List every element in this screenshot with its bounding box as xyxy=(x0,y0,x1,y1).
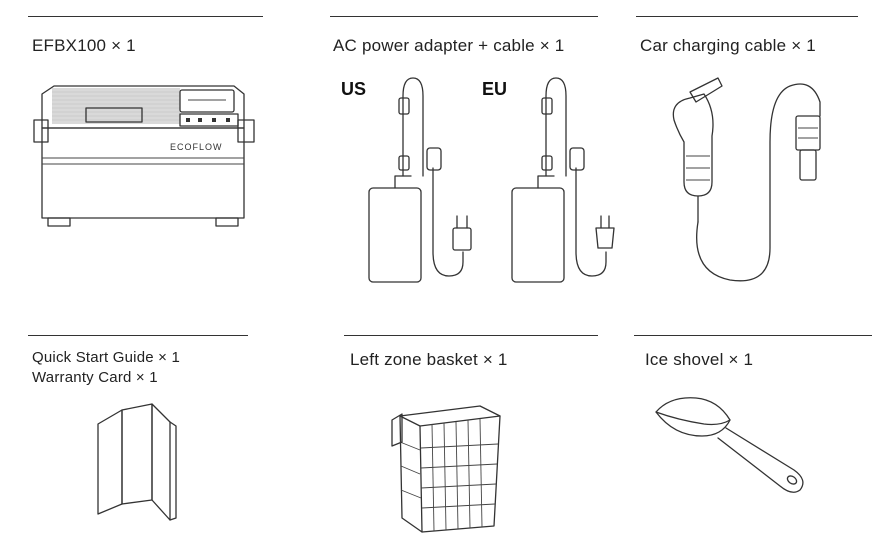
us-adapter-illustration xyxy=(365,76,480,286)
item-label-basket: Left zone basket × 1 xyxy=(350,350,508,369)
item-label-ice-shovel: Ice shovel × 1 xyxy=(645,350,754,369)
divider-item-2 xyxy=(330,16,598,17)
item-label-car-cable: Car charging cable × 1 xyxy=(640,36,816,55)
fridge-illustration: ECOFLOW xyxy=(28,80,260,230)
car-cable-illustration xyxy=(660,72,840,288)
brand-logo: ECOFLOW xyxy=(170,142,223,152)
divider-item-5 xyxy=(344,335,598,336)
divider-item-4 xyxy=(28,335,248,336)
divider-item-6 xyxy=(634,335,872,336)
variant-tag-eu: EU xyxy=(482,79,508,99)
item-label-ac-adapter: AC power adapter + cable × 1 xyxy=(333,36,565,55)
eu-adapter-illustration xyxy=(508,76,623,286)
ice-shovel-illustration xyxy=(652,392,812,496)
guide-booklet-illustration xyxy=(94,400,180,522)
item-label-warranty-card: Warranty Card × 1 xyxy=(32,369,158,386)
item-label-quick-start-guide: Quick Start Guide × 1 xyxy=(32,349,181,366)
item-label-efbx100: EFBX100 × 1 xyxy=(32,36,136,55)
basket-illustration xyxy=(390,402,510,534)
divider-item-3 xyxy=(636,16,858,17)
divider-item-1 xyxy=(28,16,263,17)
variant-tag-us: US xyxy=(341,79,367,99)
